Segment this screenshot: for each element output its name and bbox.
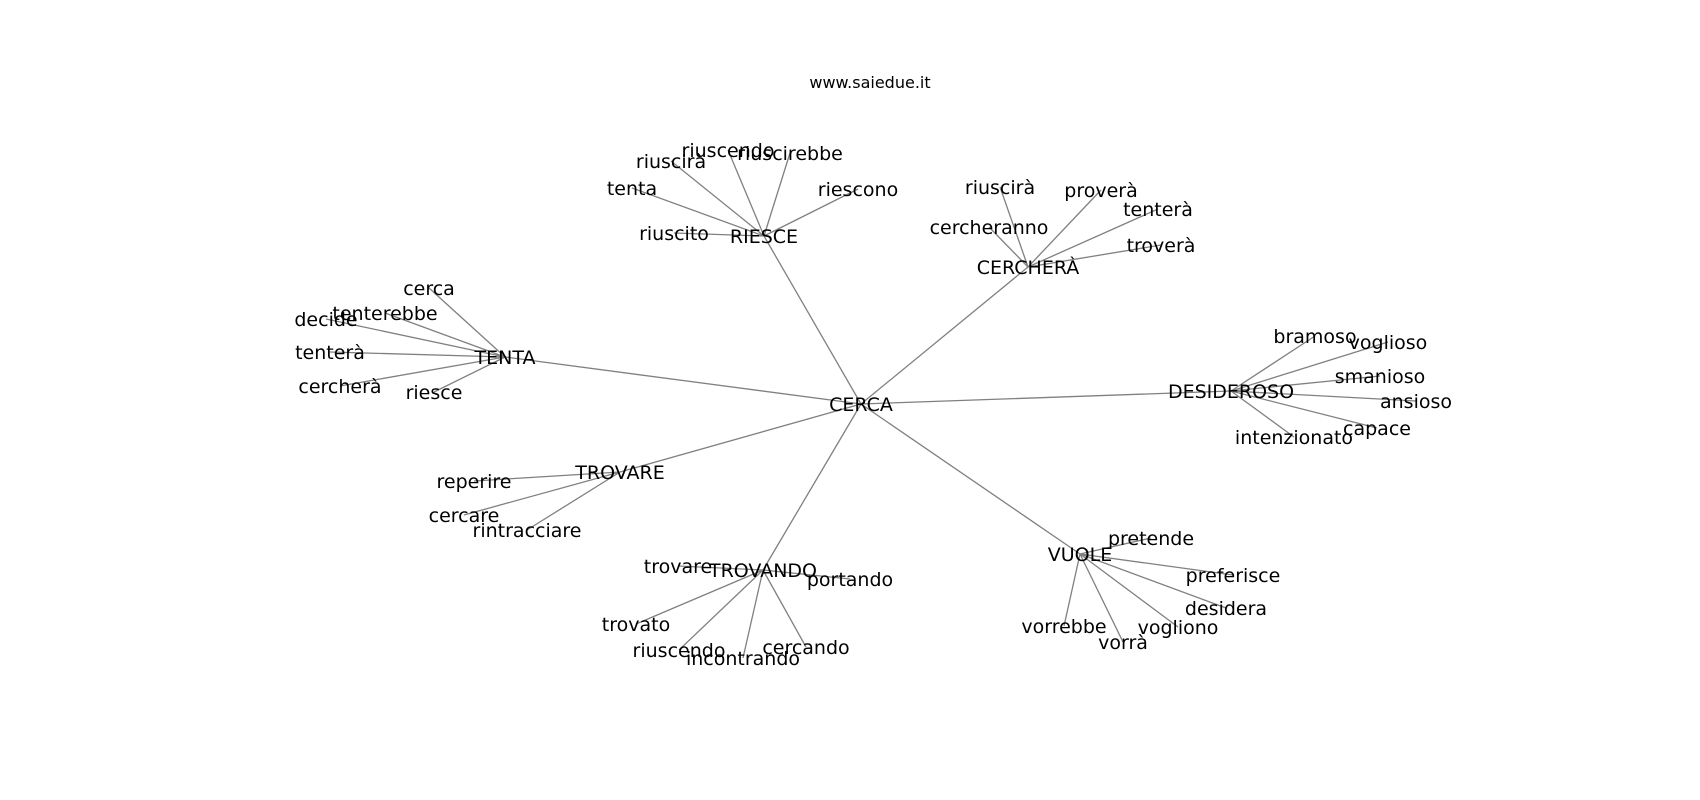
node-leaf-tenta: tenta xyxy=(607,178,657,200)
edge-root-vuole xyxy=(860,403,1081,555)
edges xyxy=(325,149,1417,659)
node-leaf-ansioso: ansioso xyxy=(1380,391,1452,413)
node-leaf-trovera: troverà xyxy=(1127,235,1196,257)
edge-desideroso-intenzionato xyxy=(1230,390,1295,438)
edge-tenta-decide xyxy=(325,318,506,358)
edge-trovando-trovato xyxy=(635,569,764,625)
node-leaf-desidera: desidera xyxy=(1185,598,1267,620)
node-leaf-pretende: pretende xyxy=(1108,528,1194,550)
node-leaf-vorra: vorrà xyxy=(1098,632,1148,654)
edge-root-cerchera xyxy=(860,266,1029,405)
edge-cerchera-tentera xyxy=(1027,208,1159,268)
node-hub-trovando: TROVANDO xyxy=(708,560,817,582)
edge-cerchera-riuscira xyxy=(999,186,1029,268)
edge-trovando-incontrando xyxy=(742,569,764,659)
edge-vuole-pretende xyxy=(1079,537,1152,555)
node-hub-cerchera: CERCHERÀ xyxy=(977,256,1080,279)
node-hub-desideroso: DESIDEROSO xyxy=(1168,381,1294,403)
edge-root-trovare xyxy=(619,403,862,473)
node-leaf-riuscira: riuscirà xyxy=(965,177,1035,199)
node-leaf-incontrando: incontrando xyxy=(686,648,800,670)
edge-desideroso-smanioso xyxy=(1230,375,1381,392)
edge-root-trovando xyxy=(762,403,862,571)
edge-trovando-riuscendo xyxy=(678,569,764,651)
node-leaf-reperire: reperire xyxy=(436,471,511,493)
node-leaf-cercheranno: cercheranno xyxy=(930,217,1049,239)
node-leaf-portando: portando xyxy=(807,569,893,591)
node-leaf-smanioso: smanioso xyxy=(1335,366,1426,388)
node-leaf-riuscendo: riuscendo xyxy=(682,140,775,162)
edge-riesce-riuscito xyxy=(673,232,765,237)
node-leaf-riuscendo: riuscendo xyxy=(633,640,726,662)
node-hub-vuole: VUOLE xyxy=(1048,544,1112,566)
node-leaf-vogliono: vogliono xyxy=(1138,617,1219,639)
node-leaf-bramoso: bramoso xyxy=(1273,326,1356,348)
edge-riesce-tenta xyxy=(631,187,765,237)
edge-trovare-cercare xyxy=(463,471,621,516)
node-leaf-voglioso: voglioso xyxy=(1349,332,1428,354)
node-leaf-tentera: tenterà xyxy=(295,342,365,364)
node-leaf-preferisce: preferisce xyxy=(1186,565,1281,587)
node-leaf-trovato: trovato xyxy=(602,614,670,636)
node-root-cerca: CERCA xyxy=(829,394,893,416)
node-leaf-rintracciare: rintracciare xyxy=(473,520,582,542)
edge-desideroso-bramoso xyxy=(1230,335,1316,392)
edge-tenta-tenterebbe xyxy=(384,312,506,358)
node-leaf-riuscira: riuscirà xyxy=(636,151,706,173)
edge-vuole-desidera xyxy=(1079,553,1227,609)
edge-desideroso-capace xyxy=(1230,390,1378,429)
node-hub-riesce: RIESCE xyxy=(730,226,798,248)
edge-vuole-preferisce xyxy=(1079,553,1234,576)
node-leaf-capace: capace xyxy=(1343,418,1411,440)
node-leaf-vorrebbe: vorrebbe xyxy=(1021,616,1106,638)
edge-desideroso-voglioso xyxy=(1230,341,1389,392)
node-leaf-riuscirebbe: riuscirebbe xyxy=(737,143,843,165)
edge-vuole-vorra xyxy=(1079,553,1124,643)
edge-root-desideroso xyxy=(860,390,1232,405)
edge-trovando-portando xyxy=(762,569,851,580)
edge-riesce-riescono xyxy=(763,188,859,237)
node-leaf-tentera: tenterà xyxy=(1123,199,1193,221)
edge-tenta-riesce xyxy=(433,356,506,393)
edge-cerchera-trovera xyxy=(1027,244,1162,268)
node-leaf-riuscito: riuscito xyxy=(639,223,709,245)
edge-vuole-vogliono xyxy=(1079,553,1179,628)
node-leaf-decide: decide xyxy=(294,309,357,331)
edge-riesce-riuscira xyxy=(670,160,765,237)
edge-tenta-tentera xyxy=(329,351,506,358)
node-leaf-cerca: cerca xyxy=(403,278,455,300)
node-leaf-cerchera: cercherà xyxy=(298,376,381,398)
node-leaf-tenterebbe: tenterebbe xyxy=(332,303,437,325)
node-hub-tenta: TENTA xyxy=(474,347,536,369)
edge-trovando-cercando xyxy=(762,569,807,648)
edge-root-tenta xyxy=(504,356,862,405)
edge-trovare-reperire xyxy=(473,471,621,482)
edge-tenta-cerchera xyxy=(339,356,506,387)
node-leaf-riesce: riesce xyxy=(406,382,463,404)
node-leaf-provera: proverà xyxy=(1064,180,1137,202)
node-leaf-trovare: trovare xyxy=(644,556,712,578)
edge-riesce-riuscirebbe xyxy=(763,152,791,237)
edge-desideroso-ansioso xyxy=(1230,390,1417,402)
node-leaf-riescono: riescono xyxy=(818,179,898,201)
edge-vuole-vorrebbe xyxy=(1063,553,1081,627)
labels: CERCARIESCEriuscendoriuscirebberiusciràt… xyxy=(294,140,1452,670)
edge-cerchera-cercheranno xyxy=(988,226,1029,268)
site-label: www.saiedue.it xyxy=(809,73,930,92)
node-leaf-intenzionato: intenzionato xyxy=(1235,427,1353,449)
edge-trovare-rintracciare xyxy=(526,471,621,531)
node-leaf-cercare: cercare xyxy=(429,505,500,527)
edge-root-riesce xyxy=(763,235,862,405)
edge-riesce-riuscendo xyxy=(727,149,765,237)
edge-cerchera-provera xyxy=(1027,189,1102,268)
edge-tenta-cerca xyxy=(428,287,506,358)
edge-trovando-trovare xyxy=(677,565,764,571)
node-leaf-cercando: cercando xyxy=(762,637,849,659)
node-hub-trovare: TROVARE xyxy=(574,462,664,484)
